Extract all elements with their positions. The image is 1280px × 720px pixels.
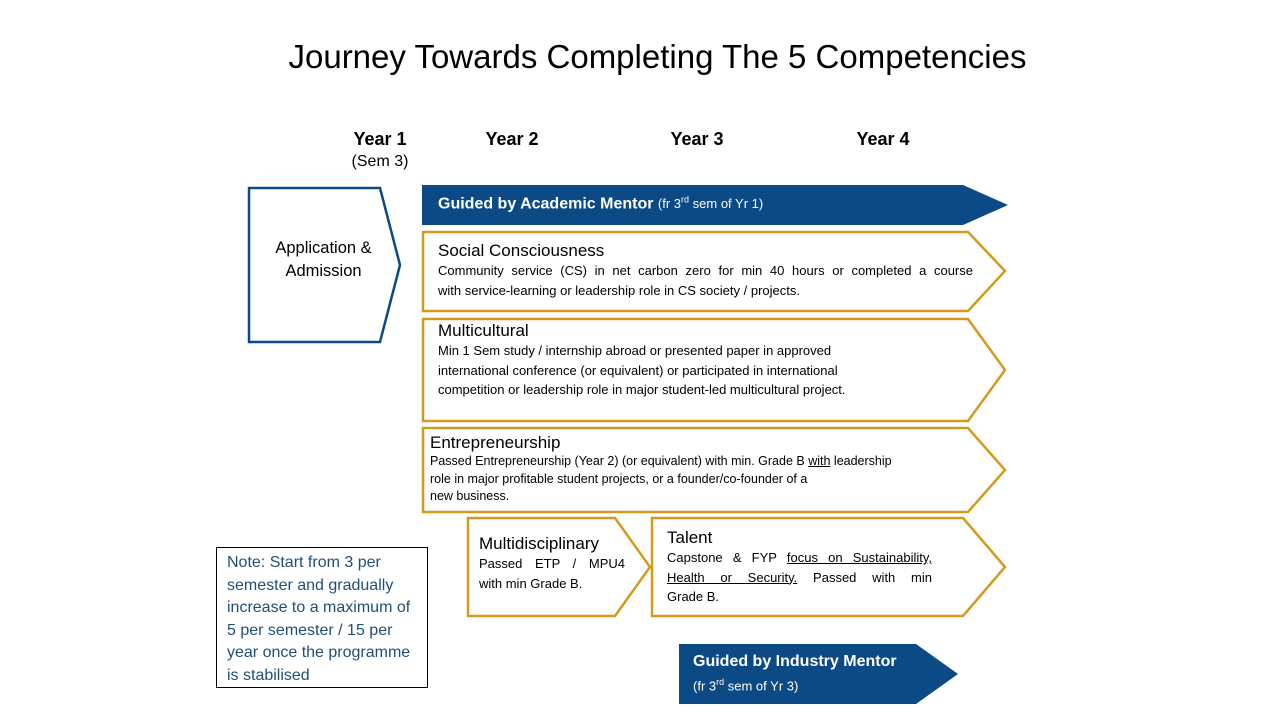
year-2-label: Year 2 (485, 129, 539, 149)
multicultural-line-2: international conference (or equivalent)… (438, 362, 838, 378)
social-consciousness-line-1: Community service (CS) in net carbon zer… (438, 263, 973, 278)
multidisciplinary-line-2: with min Grade B. (479, 575, 583, 591)
talent-text: Talent Capstone & FYP focus on Sustainab… (667, 528, 932, 607)
industry-mentor-title: Guided by Industry Mentor (693, 653, 897, 670)
social-consciousness-text: Social Consciousness Community service (… (438, 241, 973, 300)
application-admission-shape (247, 186, 402, 344)
academic-mentor-title: Guided by Academic Mentor (438, 195, 654, 213)
multicultural-shape (421, 317, 1007, 423)
entrepreneurship-shape (421, 426, 1007, 514)
multidisciplinary-text: Multidisciplinary Passed ETP / MPU4 with… (479, 534, 625, 593)
year-1-sem-label: (Sem 3) (351, 153, 409, 170)
multicultural-line-1: Min 1 Sem study / internship abroad or p… (438, 343, 832, 358)
year-4-label: Year 4 (856, 129, 910, 149)
talent-title: Talent (667, 528, 713, 547)
entrepreneurship-line-3: new business. (430, 489, 510, 503)
note-text: Note: Start from 3 per semester and grad… (227, 554, 411, 684)
talent-shape (650, 516, 1007, 618)
industry-mentor-label: Guided by Industry Mentor (fr 3rd sem of… (693, 651, 897, 696)
social-consciousness-line-2: with service-learning or leadership role… (438, 282, 800, 298)
multicultural-text: Multicultural Min 1 Sem study / internsh… (438, 321, 973, 400)
talent-line-3: Grade B. (667, 589, 720, 604)
application-line-1: Application & (275, 239, 372, 257)
entrepreneurship-line-1: Passed Entrepreneurship (Year 2) (or equ… (430, 454, 892, 468)
note-box: Note: Start from 3 per semester and grad… (216, 547, 428, 688)
entrepreneurship-text: Entrepreneurship Passed Entrepreneurship… (430, 433, 970, 506)
social-consciousness-title: Social Consciousness (438, 241, 605, 260)
talent-line-1: Capstone & FYP focus on Sustainability, (667, 550, 932, 565)
social-consciousness-shape (421, 230, 1007, 313)
application-line-2: Admission (285, 262, 362, 280)
entrepreneurship-line-2: role in major profitable student project… (430, 471, 808, 486)
entrepreneurship-title: Entrepreneurship (430, 433, 561, 452)
application-admission-label: Application & Admission (256, 237, 391, 283)
multidisciplinary-line-1: Passed ETP / MPU4 (479, 556, 625, 571)
industry-mentor-arrow (679, 644, 958, 704)
year-3-label: Year 3 (670, 129, 724, 149)
multicultural-line-3: competition or leadership role in major … (438, 382, 846, 397)
multicultural-title: Multicultural (438, 321, 529, 340)
talent-line-2: Health or Security. Passed with min (667, 569, 933, 585)
page-title: Journey Towards Completing The 5 Compete… (288, 38, 1027, 75)
multidisciplinary-title: Multidisciplinary (479, 534, 599, 553)
multidisciplinary-shape (466, 516, 652, 618)
industry-mentor-detail: (fr 3rd sem of Yr 3) (693, 677, 799, 694)
academic-mentor-detail: (fr 3rd sem of Yr 1) (657, 195, 764, 212)
academic-mentor-label: Guided by Academic Mentor (fr 3rd sem of… (438, 195, 763, 213)
year-1-label: Year 1 (353, 129, 407, 149)
academic-mentor-arrow (422, 185, 1008, 225)
